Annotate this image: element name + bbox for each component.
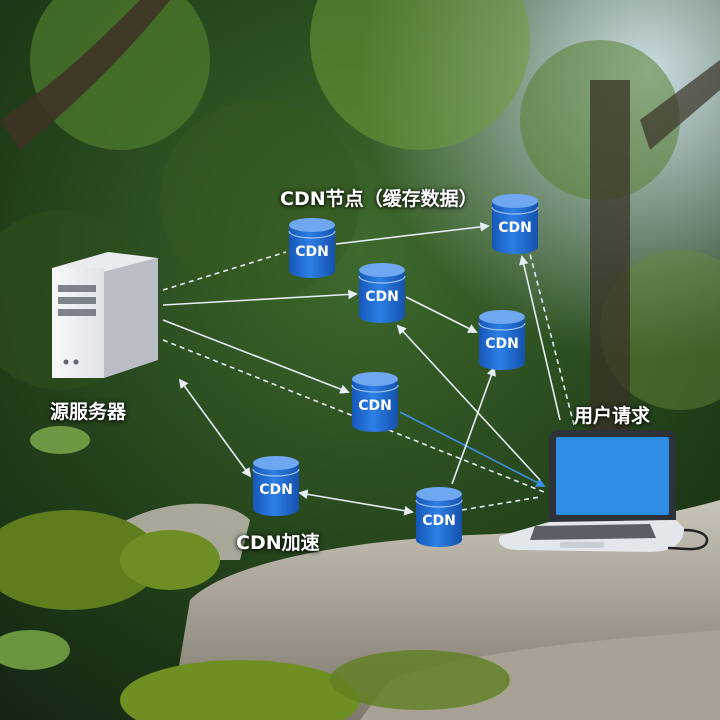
- link-cdn4-cdn7: [298, 489, 414, 516]
- cdn-node-label: CDN: [259, 482, 293, 498]
- connection-lines: [162, 222, 575, 516]
- user-request-label: 用户请求: [574, 405, 651, 427]
- cdn-acceleration-label: CDN加速: [236, 532, 320, 554]
- link-server-cdn2: [162, 289, 358, 306]
- cdn-node-label: CDN: [422, 513, 456, 529]
- link-server-cdn3: [162, 319, 350, 394]
- cdn-node-3: CDN: [351, 372, 399, 432]
- cdn-node-6: CDN: [491, 194, 539, 254]
- link-cdn3-laptop: [399, 411, 546, 487]
- cdn-node-label: CDN: [358, 398, 392, 414]
- link-cdn7-cdn5: [451, 366, 496, 485]
- cdn-node-2: CDN: [358, 263, 406, 323]
- cdn-node-1: CDN: [288, 218, 336, 278]
- link-laptop-cdn6: [519, 255, 561, 421]
- cdn-node-label: CDN: [365, 289, 399, 305]
- link-laptop-cdn6-dashed: [529, 253, 575, 426]
- cdn-node-7: CDN: [415, 487, 463, 547]
- server-icon: [52, 252, 158, 378]
- origin-server-label: 源服务器: [50, 401, 127, 423]
- link-server-cdn4: [178, 378, 252, 478]
- cdn-node-label: CDN: [498, 220, 532, 236]
- cdn-nodes: CDN CDN CDN CDN CDN CDN CDN: [252, 194, 539, 547]
- cdn-node-label: CDN: [295, 244, 329, 260]
- cdn-node-label: CDN: [485, 336, 519, 352]
- cdn-node-4: CDN: [252, 456, 300, 516]
- cdn-nodes-label: CDN节点（缓存数据）: [280, 188, 478, 210]
- link-cdn1-cdn6: [335, 222, 490, 245]
- link-cdn2-cdn5: [405, 296, 478, 333]
- cdn-node-5: CDN: [478, 310, 526, 370]
- link-server-cdn1: [162, 251, 287, 291]
- link-laptop-cdn2: [396, 324, 541, 481]
- laptop-icon: [498, 430, 709, 552]
- link-cdn7-laptop-dashed: [461, 496, 541, 511]
